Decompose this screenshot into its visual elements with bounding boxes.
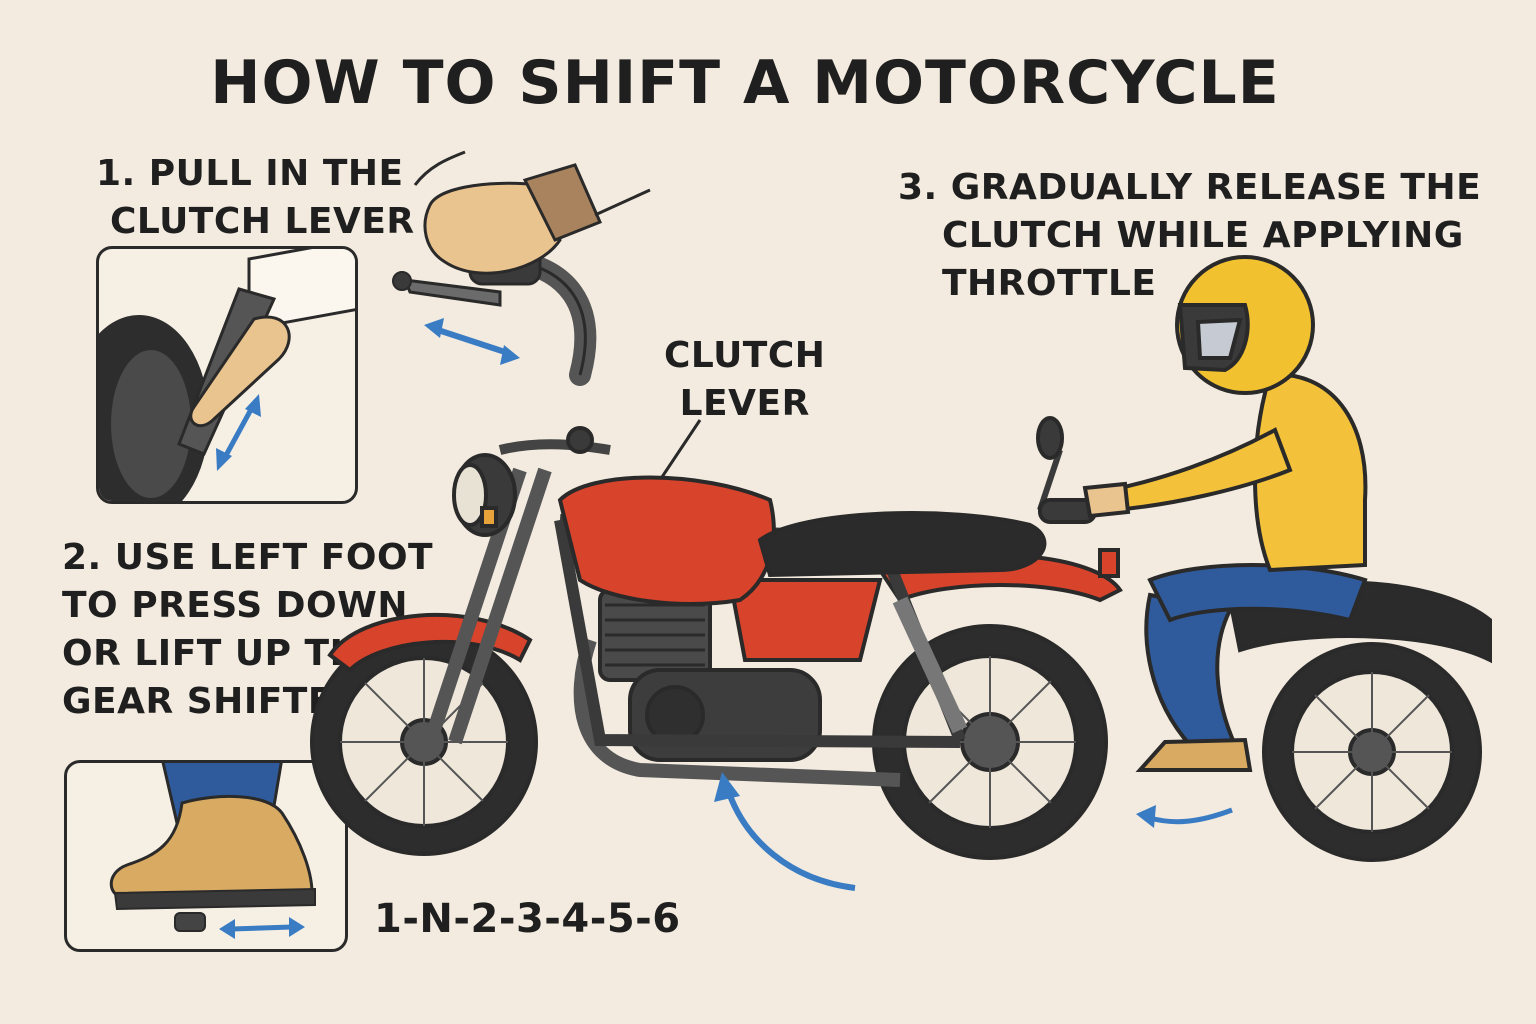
handlebar-shape (509, 251, 597, 386)
gear-sequence: 1-N-2-3-4-5-6 (374, 896, 681, 942)
step-1-line-1: 1. PULL IN THE (96, 153, 404, 194)
rider-seat (1227, 580, 1492, 664)
rider-hand (1082, 481, 1131, 519)
double-arrow-icon (219, 917, 305, 939)
hand-shape (423, 181, 562, 275)
shifter-closeup-panel (64, 760, 348, 952)
frame-top (559, 514, 966, 743)
headlight-lens (452, 463, 488, 527)
rider-illustration (1082, 255, 1368, 772)
engine-cover (645, 685, 705, 745)
step-2-text: 2. USE LEFT FOOT TO PRESS DOWN OR LIFT U… (62, 534, 433, 726)
step-2-line-4: GEAR SHIFTER (62, 681, 362, 722)
shifter-peg-shape (174, 912, 206, 932)
shifter-closeup-illustration (109, 763, 316, 939)
rider-grip (1038, 498, 1097, 524)
rider-leg (1144, 592, 1239, 747)
clutch-lever-label: CLUTCH LEVER (664, 332, 825, 428)
grip-inner-shape (111, 350, 191, 498)
mirror (1036, 416, 1064, 460)
step-3-line-2: CLUTCH WHILE APPLYING (942, 215, 1464, 256)
curved-arrow-icon (1136, 805, 1233, 828)
seat (757, 511, 1047, 578)
rider-arm (1107, 427, 1293, 513)
lever-shape (402, 278, 502, 307)
motorcycle-handlebar (498, 439, 611, 455)
turn-signal (480, 506, 498, 528)
handlebar-end (566, 426, 594, 454)
step-3-line-3: THROTTLE (942, 263, 1157, 304)
finger-shape (189, 315, 291, 427)
rider-rear-wheel (1262, 642, 1482, 862)
callout-line (658, 419, 702, 481)
rider-thigh (1147, 563, 1368, 623)
visor-shine (1195, 317, 1243, 360)
double-arrow-icon (424, 318, 520, 365)
step-3-line-1: 3. GRADUALLY RELEASE THE (898, 167, 1482, 208)
rear-shock (892, 596, 968, 734)
mirror-stem (1037, 449, 1063, 511)
taillight (1098, 548, 1120, 578)
front-fork-2 (448, 467, 552, 745)
rider-jacket (1253, 372, 1368, 573)
rider-motorcycle-illustration (1036, 416, 1492, 862)
motion-line (413, 150, 466, 186)
motorcycle-illustration (310, 426, 1123, 860)
clutch-hand-illustration (392, 150, 651, 386)
side-cover (727, 578, 883, 662)
boot-sole-shape (113, 887, 316, 911)
frame-bottom (554, 518, 961, 748)
rider-boot (1135, 737, 1253, 772)
curved-arrow-icon (714, 772, 856, 891)
page-title: HOW TO SHIFT A MOTORCYCLE (210, 48, 1280, 118)
step-3-text: 3. GRADUALLY RELEASE THE CLUTCH WHILE AP… (898, 164, 1481, 308)
sleeve-line (594, 188, 651, 217)
step-2-line-3: OR LIFT UP THE (62, 633, 386, 674)
fuel-tank (557, 475, 776, 606)
step-1-line-2: CLUTCH LEVER (110, 201, 415, 242)
clutch-lever-label-line-1: CLUTCH (664, 335, 826, 376)
step-1-text: 1. PULL IN THE CLUTCH LEVER (96, 150, 415, 246)
exhaust-pipe (573, 637, 901, 787)
double-arrow-icon (216, 394, 261, 471)
engine-cylinder (598, 588, 712, 682)
step-2-line-2: TO PRESS DOWN (62, 585, 408, 626)
helmet-visor (1177, 303, 1250, 373)
grip-shape (468, 238, 542, 286)
step-2-line-1: 2. USE LEFT FOOT (62, 537, 434, 578)
front-fork (423, 467, 527, 745)
handlebar-outline (519, 260, 587, 376)
boot-shape (109, 795, 314, 900)
clutch-closeup-panel (96, 246, 358, 504)
rear-fender (876, 553, 1123, 603)
engine-fins (605, 603, 705, 667)
clutch-lever-label-line-2: LEVER (679, 383, 810, 424)
rear-wheel (872, 624, 1108, 860)
headlight-shell (453, 453, 517, 537)
engine-case (628, 668, 822, 762)
clutch-closeup-illustration (99, 249, 355, 501)
lever-tip (392, 271, 412, 291)
cuff-shape (522, 163, 602, 242)
